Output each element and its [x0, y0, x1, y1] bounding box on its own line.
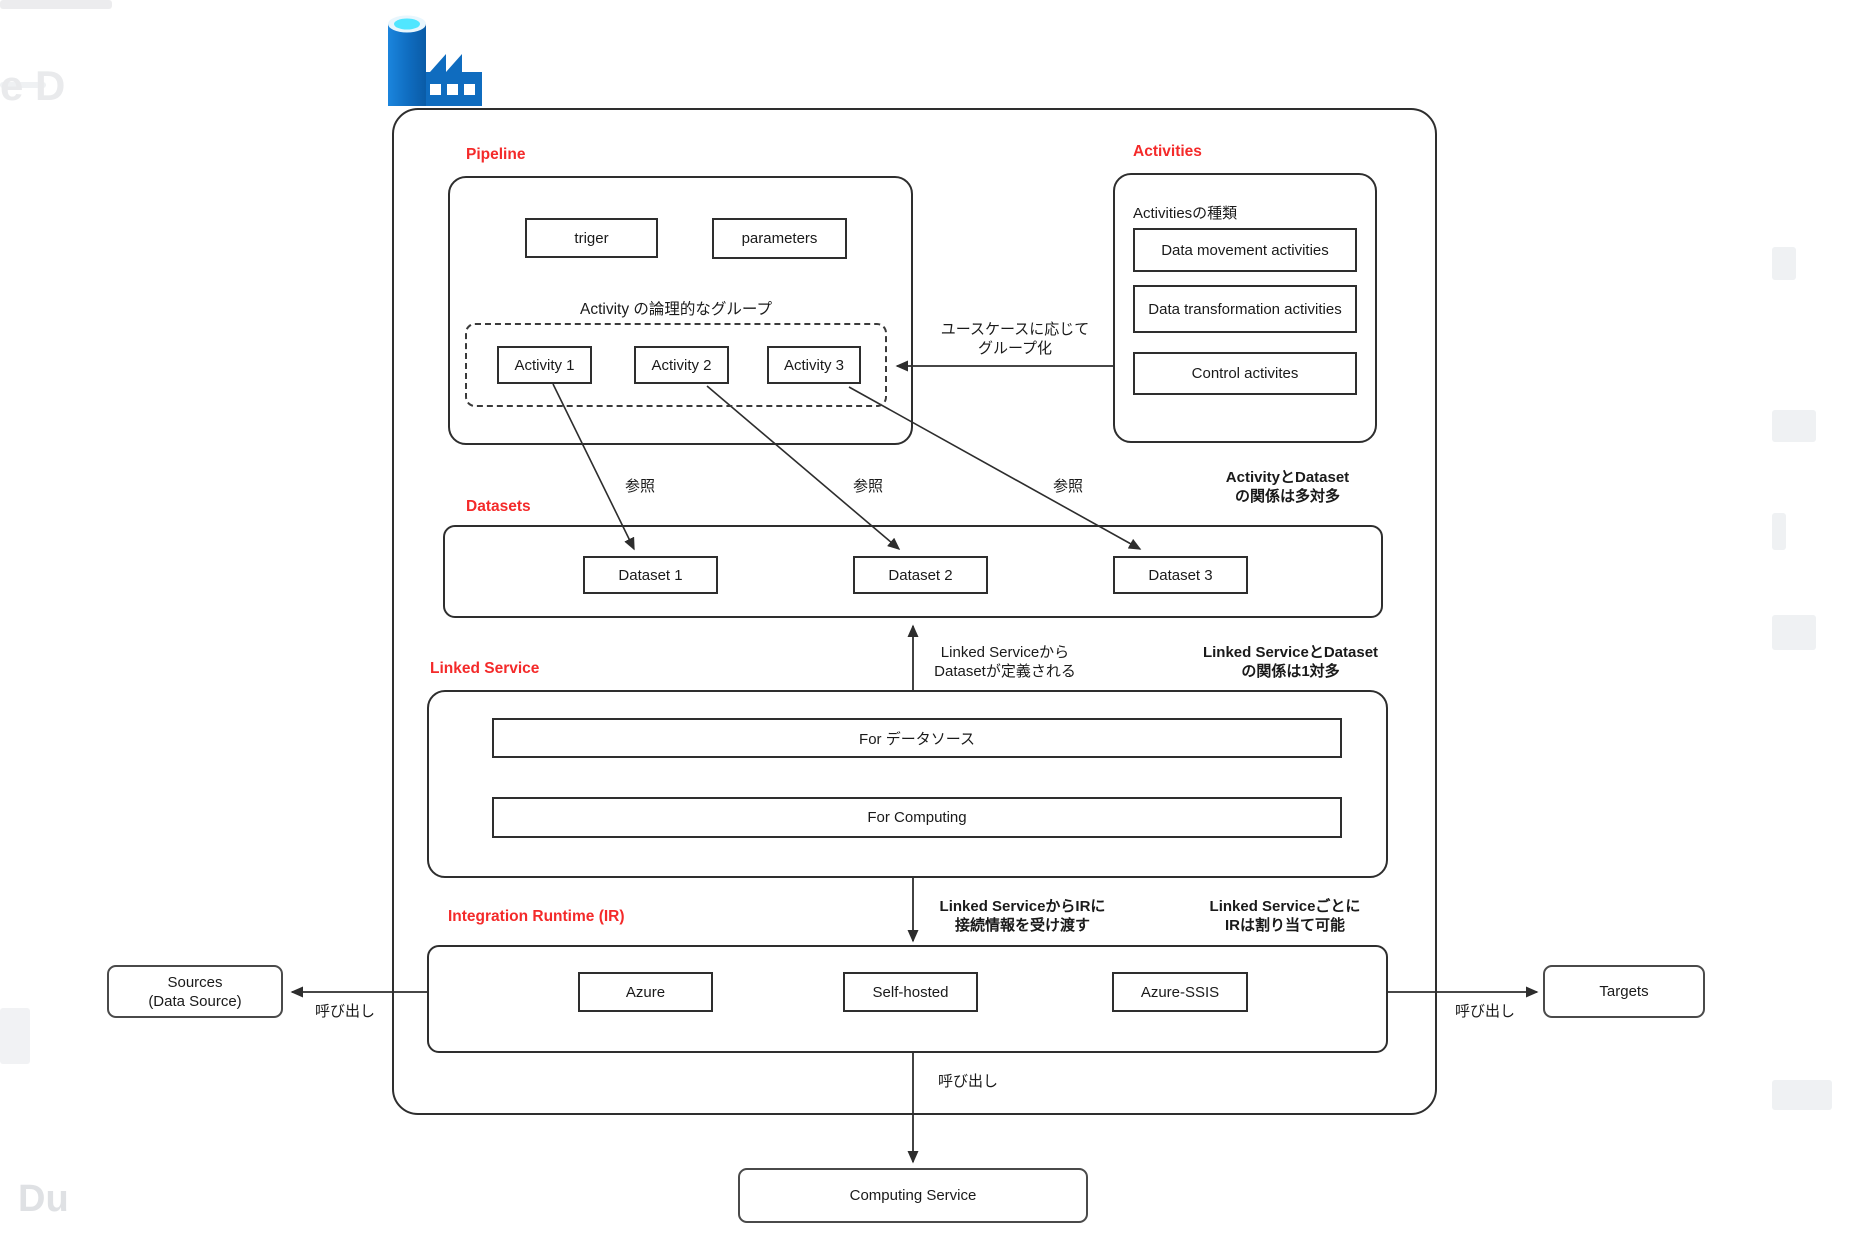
arrow-activity2-to-dataset2	[706, 385, 901, 550]
ls-dataset-relation-annotation: Linked ServiceとDataset の関係は1対多	[1202, 644, 1379, 680]
background-artifact	[0, 0, 112, 9]
integration-runtime-container	[427, 945, 1388, 1053]
ls-ir-assign-annotation: Linked Serviceごとに IRは割り当て可能	[1209, 898, 1361, 934]
arrow-activity3-to-dataset3	[848, 386, 1142, 550]
dataset-3-node: Dataset 3	[1113, 556, 1248, 594]
activities-section-label: Activities	[1133, 143, 1202, 160]
background-artifact	[1772, 1080, 1832, 1110]
dataset-1-node: Dataset 1	[583, 556, 718, 594]
activity-1-node: Activity 1	[497, 346, 592, 384]
ls-for-computing-node: For Computing	[492, 797, 1342, 838]
background-artifact	[1772, 410, 1816, 442]
grouping-annotation: ユースケースに応じて グループ化	[940, 321, 1090, 357]
ls-ir-pass-annotation: Linked ServiceからIRに 接続情報を受け渡す	[939, 898, 1106, 934]
activity-type-data-movement: Data movement activities	[1133, 228, 1357, 272]
call-label-targets: 呼び出し	[1454, 1003, 1515, 1020]
datasets-container	[443, 525, 1383, 618]
background-text-fragment: Du	[18, 1178, 69, 1220]
ls-for-datasource-node: For データソース	[492, 718, 1342, 758]
datasets-section-label: Datasets	[466, 498, 531, 515]
call-label-computing: 呼び出し	[937, 1073, 998, 1090]
activity-3-node: Activity 3	[767, 346, 861, 384]
parameters-node: parameters	[712, 218, 847, 259]
activity-group-box	[465, 323, 887, 407]
activities-container	[1113, 173, 1377, 443]
reference-label-1: 参照	[624, 478, 655, 495]
activity-group-label: Activity の論理的なグループ	[580, 301, 772, 318]
activity-dataset-relation-annotation: ActivityとDataset の関係は多対多	[1225, 469, 1350, 505]
activities-subtitle: Activitiesの種類	[1133, 205, 1238, 222]
computing-service-node: Computing Service	[738, 1168, 1088, 1223]
ir-self-hosted-node: Self-hosted	[843, 972, 978, 1012]
adf-outer-container	[392, 108, 1437, 1115]
linked-service-section-label: Linked Service	[430, 660, 540, 677]
background-artifact	[1772, 513, 1786, 550]
background-artifact	[0, 82, 46, 88]
ir-azure-ssis-node: Azure-SSIS	[1112, 972, 1248, 1012]
background-artifact	[1772, 247, 1796, 280]
reference-label-3: 参照	[1052, 478, 1083, 495]
background-artifact	[1772, 615, 1816, 650]
background-artifact	[0, 1008, 30, 1064]
activity-type-data-transformation: Data transformation activities	[1133, 285, 1357, 333]
ls-dataset-definition-annotation: Linked Serviceから Datasetが定義される	[934, 644, 1076, 680]
azure-data-factory-icon	[388, 15, 482, 106]
pipeline-container	[448, 176, 913, 445]
activity-type-control: Control activites	[1133, 352, 1357, 395]
activity-2-node: Activity 2	[634, 346, 729, 384]
reference-label-2: 参照	[852, 478, 883, 495]
arrow-activity1-to-dataset1	[552, 383, 635, 551]
linked-service-container	[427, 690, 1388, 878]
targets-node: Targets	[1543, 965, 1705, 1018]
trigger-node: triger	[525, 218, 658, 258]
pipeline-section-label: Pipeline	[466, 146, 526, 163]
sources-node: Sources (Data Source)	[107, 965, 283, 1018]
dataset-2-node: Dataset 2	[853, 556, 988, 594]
integration-runtime-section-label: Integration Runtime (IR)	[448, 908, 625, 925]
background-text-fragment: e D	[0, 62, 66, 109]
call-label-sources: 呼び出し	[314, 1003, 375, 1020]
ir-azure-node: Azure	[578, 972, 713, 1012]
